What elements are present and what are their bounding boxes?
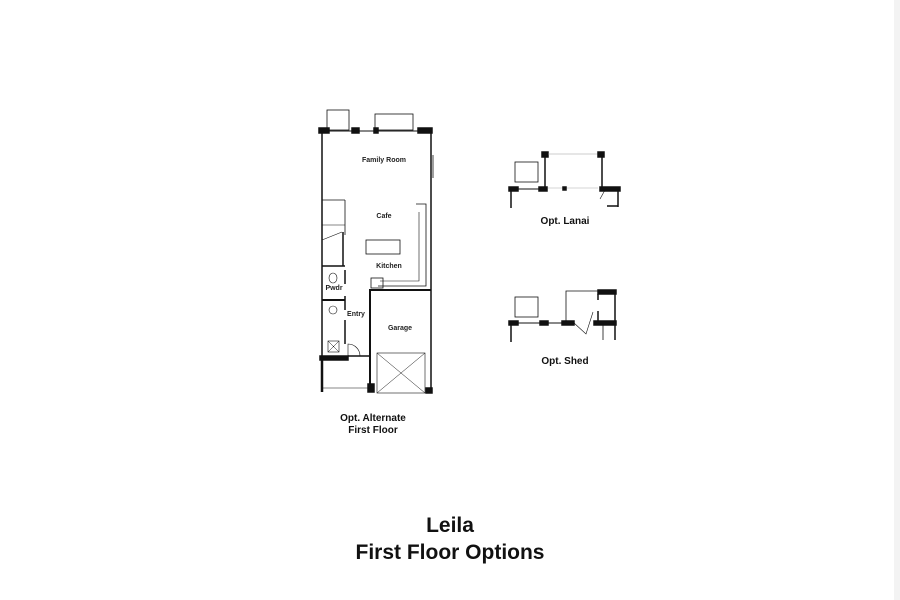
lanai-caption: Opt. Lanai — [540, 216, 590, 227]
room-label-kitchen: Kitchen — [376, 263, 402, 270]
main-plan-caption: Opt. Alternate First Floor — [318, 413, 428, 437]
kitchen-island — [365, 239, 401, 255]
room-label-cafe: Cafe — [376, 213, 391, 220]
room-label-pwdr: Pwdr — [325, 285, 342, 292]
room-label-family-room: Family Room — [362, 157, 406, 164]
room-label-garage: Garage — [388, 325, 412, 332]
page-subtitle: First Floor Options — [355, 541, 545, 564]
page-edge — [894, 0, 900, 600]
ac-pad — [326, 109, 350, 131]
shed-caption: Opt. Shed — [541, 356, 589, 367]
shed-plan — [508, 289, 617, 342]
main-floor-plan — [318, 109, 434, 394]
model-name: Leila — [426, 514, 474, 537]
main-plan-caption-line1: Opt. Alternate — [340, 413, 406, 424]
main-plan-caption-line2: First Floor — [348, 425, 398, 436]
patio-slab — [374, 113, 414, 131]
lanai-plan — [508, 151, 621, 208]
room-label-entry: Entry — [347, 311, 365, 318]
